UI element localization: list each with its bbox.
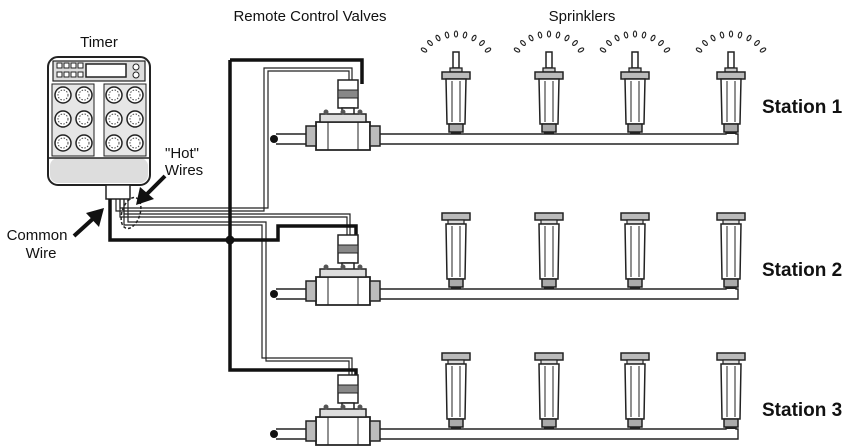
station-2-label: Station 2 (762, 260, 842, 281)
valve-station-2 (305, 234, 381, 306)
station-3-label: Station 3 (762, 400, 842, 421)
hot-wires-arrow (136, 174, 167, 205)
sprinkler (441, 212, 471, 290)
timer-label: Timer (80, 34, 118, 51)
common-wire (108, 58, 364, 376)
sprinkler (534, 212, 564, 290)
common-wire-label-line1: Common (7, 227, 68, 244)
hot-wires-label-line2: Wires (165, 162, 203, 179)
valve-station-1 (305, 79, 381, 151)
station-1-label: Station 1 (762, 97, 843, 118)
sprinklers-label: Sprinklers (549, 8, 616, 25)
common-wire-label-line2: Wire (26, 245, 57, 262)
hot-wires-highlight (120, 196, 142, 230)
junction-dot (225, 235, 235, 245)
sprinkler (620, 352, 650, 430)
sprinkler (695, 30, 767, 135)
sprinkler (620, 212, 650, 290)
sprinkler (513, 30, 585, 135)
sprinkler (441, 352, 471, 430)
valves-label: Remote Control Valves (233, 8, 386, 25)
sprinkler (534, 352, 564, 430)
sprinkler (716, 352, 746, 430)
common-wire-arrow (72, 208, 104, 238)
valve-station-3 (305, 374, 381, 446)
timer (47, 56, 151, 200)
sprinkler (599, 30, 671, 135)
hot-wires (115, 67, 353, 376)
hot-wires-label-line1: "Hot" (165, 145, 199, 162)
sprinkler (420, 30, 492, 135)
sprinkler (716, 212, 746, 290)
